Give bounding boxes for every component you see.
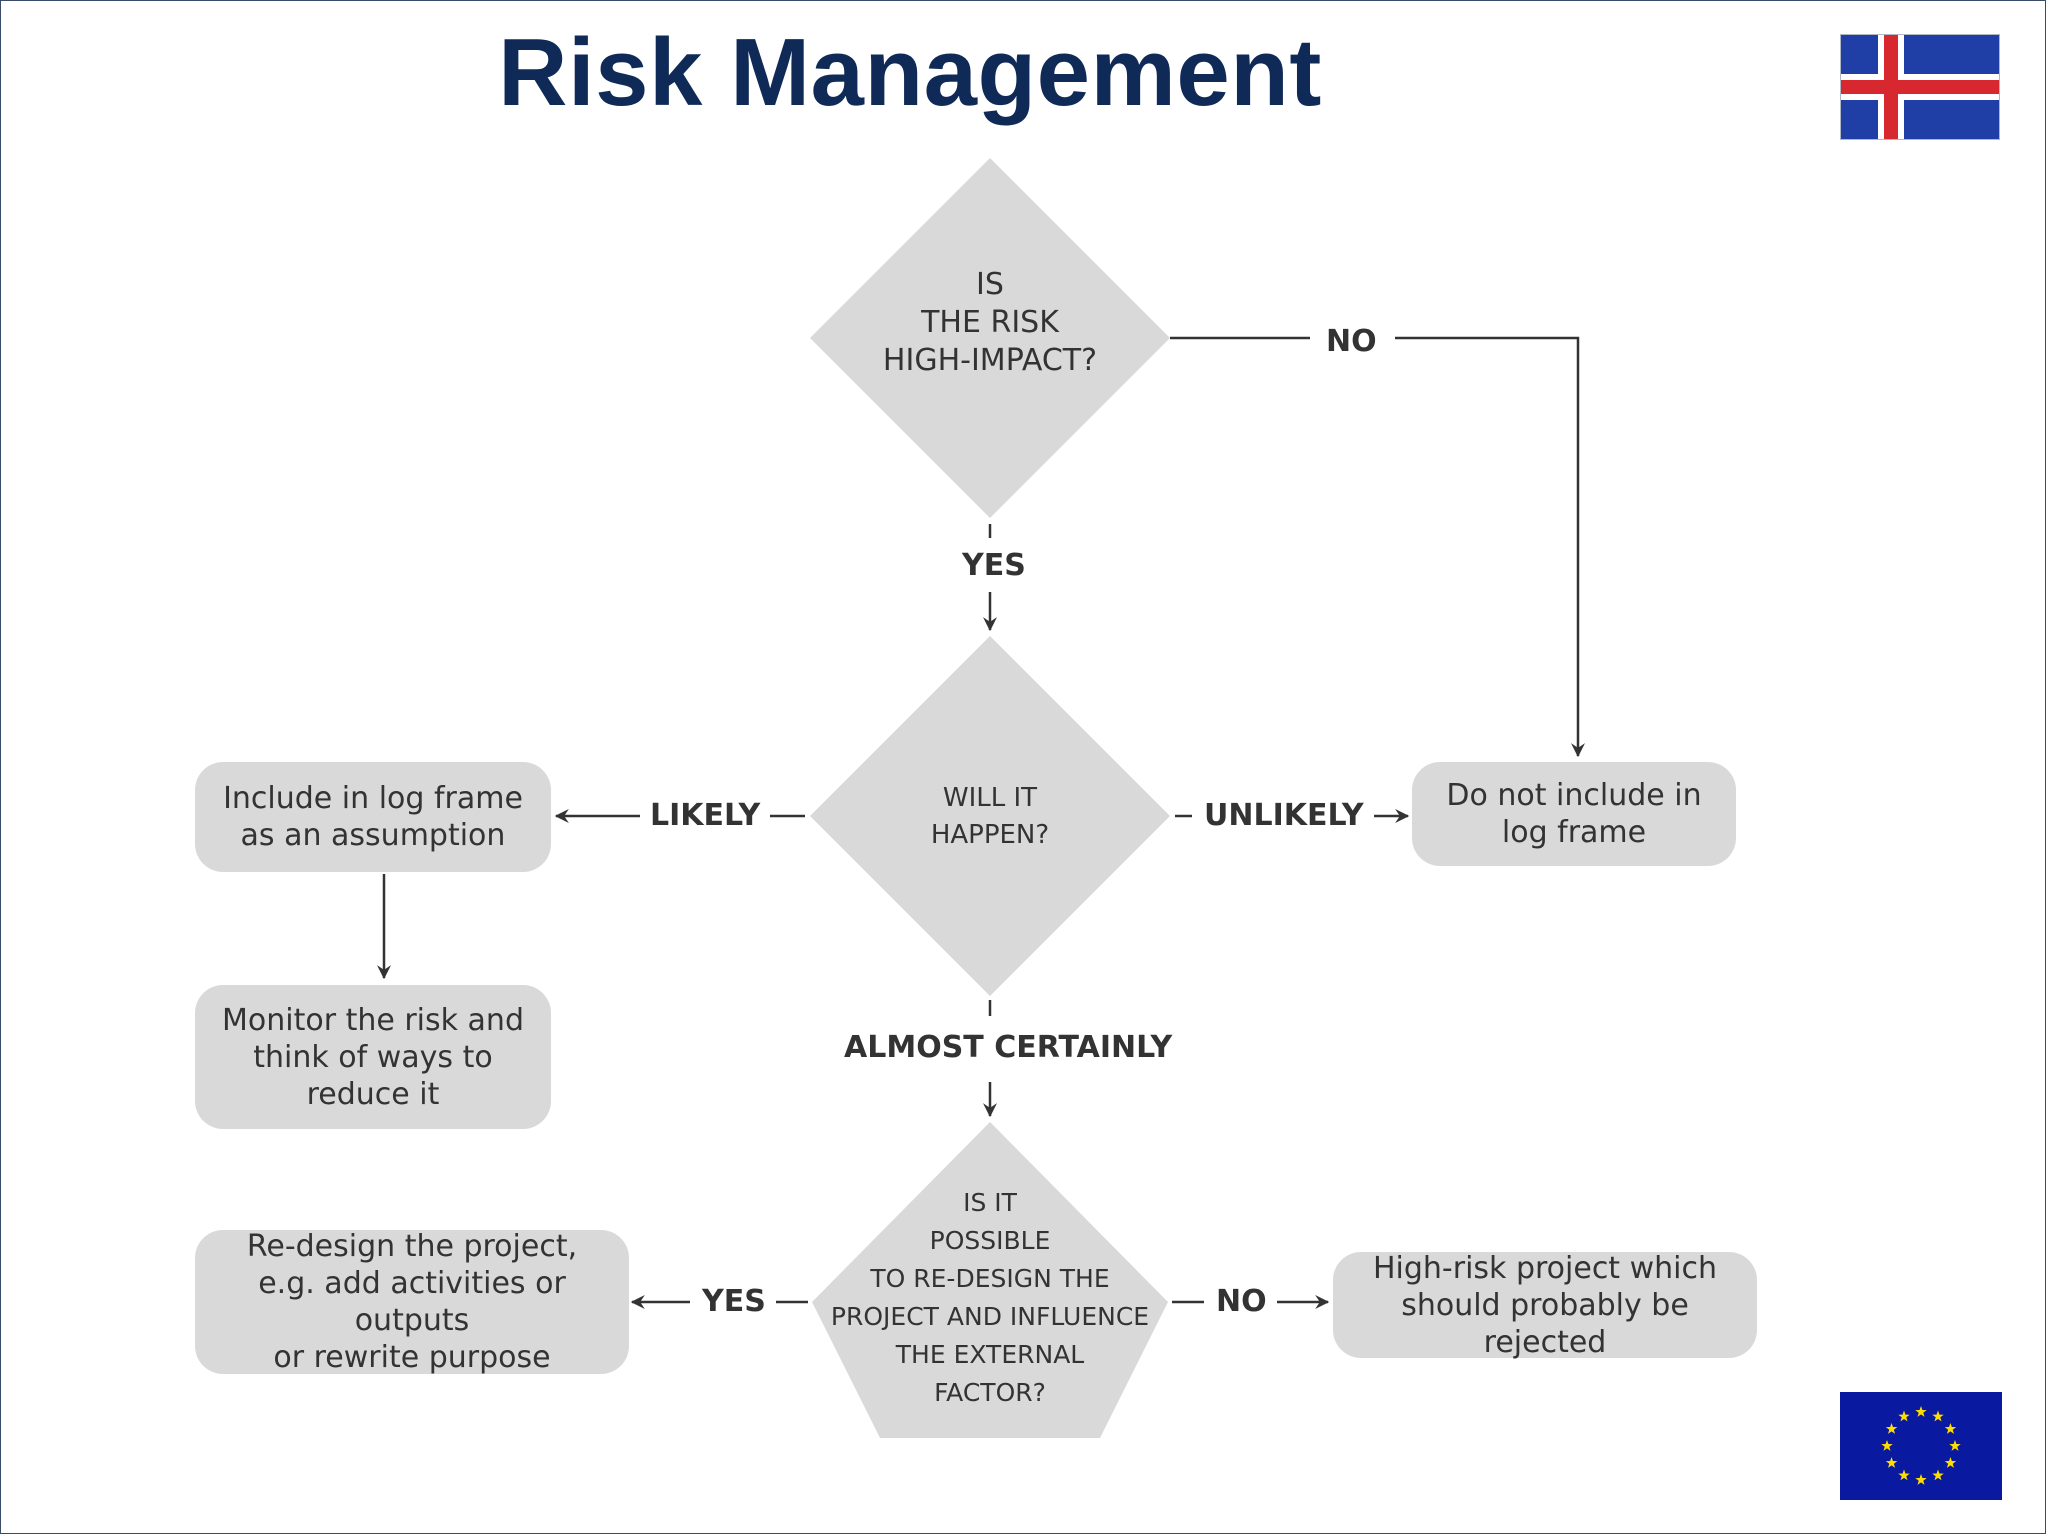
outcome-reject-text: High-risk project which should probably …: [1372, 1250, 1718, 1360]
edge-label-no-bottom: NO: [1206, 1284, 1277, 1320]
edge-no-top-b: [1395, 336, 1585, 758]
edge-label-yes-top: YES: [952, 548, 1036, 584]
edge-label-almost-certainly: ALMOST CERTAINLY: [834, 1030, 1183, 1066]
eu-star-icon: [1915, 1474, 1927, 1485]
eu-star-icon: [1949, 1440, 1961, 1451]
eu-star-icon: [1885, 1423, 1898, 1434]
eu-star-icon: [1915, 1406, 1927, 1417]
decision-will-happen-shape: [810, 636, 1170, 996]
outcome-redesign: Re-design the project, e.g. add activiti…: [195, 1229, 629, 1375]
edge-label-unlikely: UNLIKELY: [1194, 798, 1374, 834]
decision-high-impact-shape: [810, 158, 1170, 518]
eu-star-icon: [1898, 1469, 1910, 1481]
eu-star-icon: [1885, 1457, 1898, 1468]
eu-flag: [1840, 1392, 2002, 1500]
page-title: Risk Management: [498, 19, 1322, 126]
edge-label-yes-bottom: YES: [692, 1284, 776, 1320]
decision-redesign-text: IS IT POSSIBLE TO RE-DESIGN THE PROJECT …: [830, 1188, 1150, 1407]
outcome-monitor: Monitor the risk and think of ways to re…: [195, 985, 551, 1129]
outcome-reject: High-risk project which should probably …: [1333, 1250, 1757, 1360]
outcome-redesign-text: Re-design the project, e.g. add activiti…: [246, 1229, 578, 1375]
edge-label-likely: LIKELY: [640, 798, 771, 834]
decision-will-happen-text: WILL IT HAPPEN?: [930, 783, 1050, 850]
outcome-do-not-include-text: Do not include in log frame: [1446, 778, 1702, 850]
decision-redesign-shape: [812, 1122, 1168, 1438]
eu-star-icon: [1898, 1410, 1910, 1422]
eu-star-icon: [1881, 1440, 1893, 1451]
decision-high-impact-text: IS THE RISK HIGH-IMPACT?: [882, 267, 1098, 378]
eu-star-icon: [1932, 1410, 1944, 1422]
eu-star-icon: [1944, 1423, 1957, 1434]
outcome-monitor-text: Monitor the risk and think of ways to re…: [222, 1002, 524, 1112]
outcome-include-assumption-text: Include in log frame as an assumption: [223, 781, 523, 853]
eu-star-icon: [1932, 1469, 1944, 1481]
eu-star-icon: [1944, 1457, 1957, 1468]
outcome-do-not-include: Do not include in log frame: [1412, 762, 1736, 866]
outcome-include-assumption: Include in log frame as an assumption: [195, 762, 551, 872]
edge-label-no-top: NO: [1316, 324, 1387, 360]
iceland-flag: [1840, 34, 2000, 140]
